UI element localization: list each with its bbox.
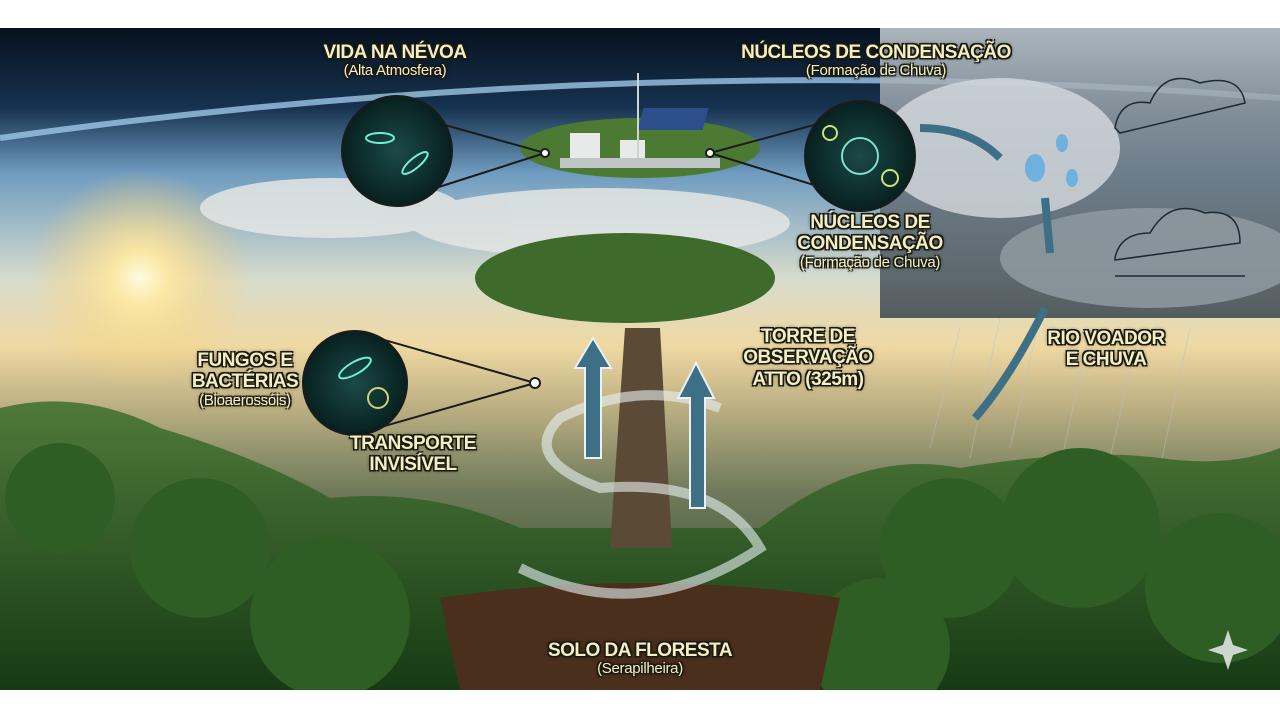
label-title: VIDA NA NÉVOA bbox=[323, 42, 467, 63]
label-line: CONDENSAÇÃO bbox=[797, 233, 943, 255]
label-nucleos-mid: NÚCLEOS DE CONDENSAÇÃO (Formação de Chuv… bbox=[797, 212, 943, 271]
atto-tower-platform bbox=[560, 73, 720, 168]
label-line: RIO VOADOR bbox=[1047, 328, 1165, 349]
label-subtitle: (Formação de Chuva) bbox=[805, 62, 947, 80]
label-line: BACTÉRIAS bbox=[191, 371, 299, 393]
cloud-diagram-icons bbox=[1114, 77, 1246, 277]
illustration bbox=[0, 28, 1280, 690]
label-nucleos-top: NÚCLEOS DE CONDENSAÇÃO (Formação de Chuv… bbox=[741, 42, 1011, 80]
label-subtitle: (Serapilheira) bbox=[597, 660, 683, 678]
clouds bbox=[200, 78, 1280, 308]
label-title: SOLO DA FLORESTA bbox=[547, 640, 733, 661]
upward-arrows bbox=[573, 336, 716, 509]
label-line: NÚCLEOS DE bbox=[810, 212, 930, 233]
label-rio-voador: RIO VOADOR E CHUVA bbox=[1047, 328, 1165, 371]
label-line: ATTO (325m) bbox=[752, 368, 865, 390]
sparkle-icon bbox=[1208, 630, 1248, 670]
label-line: INVISÍVEL bbox=[369, 454, 457, 476]
label-line: TORRE DE bbox=[761, 326, 855, 347]
transport-vortex bbox=[517, 390, 767, 599]
forest-floor bbox=[440, 583, 840, 690]
label-vida-na-nevoa: VIDA NA NÉVOA (Alta Atmosfera) bbox=[323, 42, 467, 80]
label-subtitle: (Bioaerossóis) bbox=[199, 391, 291, 409]
label-solo-floresta: SOLO DA FLORESTA (Serapilheira) bbox=[547, 640, 733, 678]
label-title: NÚCLEOS DE CONDENSAÇÃO bbox=[741, 42, 1011, 63]
lens-fungos bbox=[302, 330, 541, 436]
label-subtitle: (Alta Atmosfera) bbox=[343, 62, 447, 80]
label-line: FUNGOS E bbox=[197, 350, 293, 371]
rain-cycle-arrows bbox=[919, 124, 1054, 421]
lens-vida bbox=[341, 95, 550, 207]
label-transporte-invisivel: TRANSPORTE INVISÍVEL bbox=[350, 433, 476, 476]
water-drops bbox=[1025, 134, 1078, 187]
rain bbox=[929, 317, 1191, 469]
label-subtitle: (Formação de Chuva) bbox=[799, 253, 941, 271]
label-line: TRANSPORTE bbox=[350, 433, 476, 454]
label-line: OBSERVAÇÃO bbox=[743, 347, 873, 369]
sun bbox=[30, 168, 250, 388]
label-line: E CHUVA bbox=[1065, 349, 1147, 371]
label-fungos-bacterias: FUNGOS E BACTÉRIAS (Bioaerossóis) bbox=[191, 350, 299, 409]
lens-nucleos bbox=[705, 100, 916, 212]
label-torre-atto: TORRE DE OBSERVAÇÃO ATTO (325m) bbox=[743, 326, 873, 390]
tree-crowns bbox=[5, 443, 1280, 690]
